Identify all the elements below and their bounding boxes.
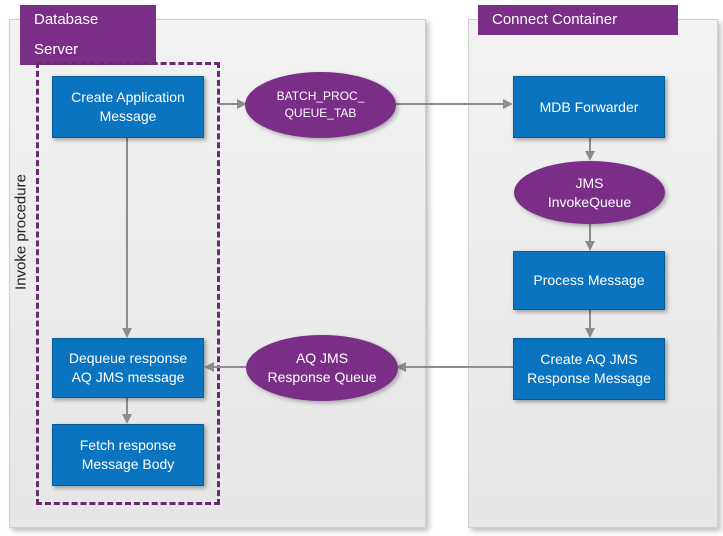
jms-invoke-queue: JMS InvokeQueue — [514, 161, 665, 224]
database-server-label: Database Server — [20, 5, 156, 65]
create-aq-jms-response-message-box: Create AQ JMS Response Message — [513, 338, 665, 400]
mdb-forwarder-box: MDB Forwarder — [513, 76, 665, 138]
batch-proc-queue-tab-queue: BATCH_PROC_ QUEUE_TAB — [245, 72, 396, 138]
process-message-box: Process Message — [513, 251, 665, 310]
dequeue-response-box: Dequeue response AQ JMS message — [52, 338, 204, 398]
create-application-message-box: Create Application Message — [52, 76, 204, 138]
aq-jms-response-queue: AQ JMS Response Queue — [246, 335, 398, 401]
fetch-response-box: Fetch response Message Body — [52, 424, 204, 486]
connect-container-label: Connect Container — [478, 5, 678, 35]
invoke-procedure-group — [36, 62, 220, 505]
